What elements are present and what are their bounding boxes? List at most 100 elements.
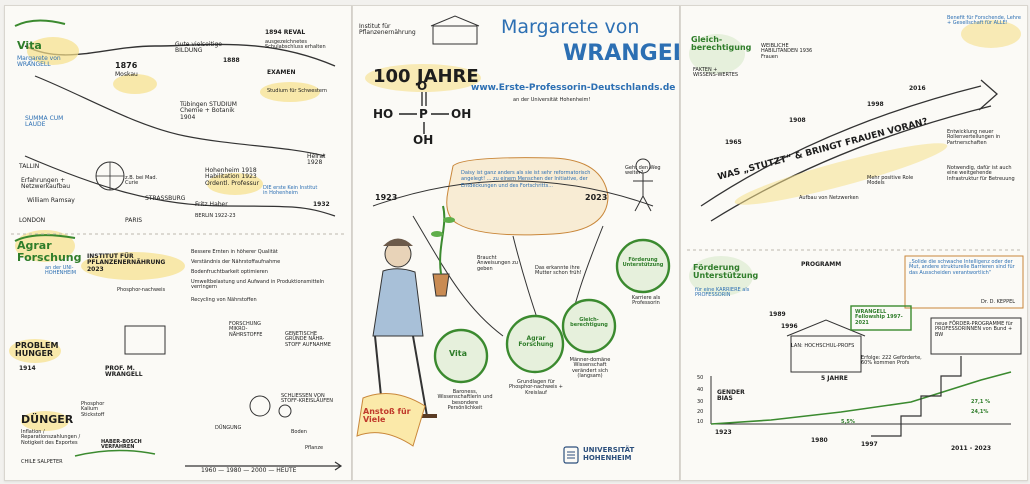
bullet-2: Verständnis der Nährstoffaufnahme [191, 259, 281, 265]
circle-gleich: Gleich-berechtigung [570, 317, 608, 329]
summa: SUMMA CUM LAUDE [25, 115, 64, 129]
axis-20: 20 [697, 409, 704, 415]
year-1923: 1923 [375, 193, 398, 202]
university-name: UNIVERSITÄT HOHENHEIM [583, 446, 635, 462]
foerder-title: Förderung Unterstützung [693, 263, 759, 281]
circle-vita: Vita [449, 349, 468, 358]
duenger: DÜNGER [21, 413, 74, 426]
karriere: für eine KARRIERE als PROFESSORIN [695, 287, 750, 299]
year-1980: 1980 [811, 437, 828, 444]
circle-foerderung: Förderung Unterstützung [622, 257, 664, 269]
formula-oh-bottom: OH [413, 133, 434, 147]
agrar-title: Agrar Forschung [17, 239, 82, 264]
right-panel-drawings [687, 20, 1024, 437]
erfahrungen: Erfahrungen + Netzwerkaufbau [21, 177, 70, 191]
university-seal-icon [563, 446, 579, 464]
center-panel: Institut für Pflanzenernährung Margarete… [352, 5, 680, 481]
url: www.Erste-Professorin-Deutschlands.de [471, 83, 676, 93]
center-drawings [356, 15, 671, 447]
mikro: FORSCHUNG MIKRO-NÄHRSTOFFE [229, 321, 263, 338]
circle-agrar: Agrar Forschung [518, 335, 554, 349]
institute-label: Institut für Pflanzenernährung [359, 23, 416, 37]
keppel-name: Dr. D. KEPPEL [981, 299, 1016, 305]
paris: PARIS [125, 217, 143, 224]
right-panel-gleich-foerderung: Gleich-berechtigung FAKTEN + WISSENS-WER… [680, 5, 1028, 481]
sub-agrar: Grundlagen für Phosphor-nachweis + Kreis… [509, 379, 563, 396]
chile-salpeter: CHILE SALPETER [21, 459, 63, 465]
london: LONDON [19, 217, 46, 224]
fakten: FAKTEN + WISSENS-WERTES [693, 67, 739, 79]
year-1894-reval: 1894 REVAL [265, 29, 306, 36]
vita-title: Vita [17, 39, 42, 52]
left-panel-drawings [9, 19, 345, 471]
year-2016: 2016 [909, 85, 926, 92]
year-1996: 1996 [781, 323, 798, 330]
vita-name: Margarete von WRANGELL [17, 55, 61, 69]
examen: EXAMEN [267, 69, 296, 76]
sub-vita: Baroness, Wissenschaftlerin und besonder… [437, 389, 493, 411]
sub-gleich: Männer-domäne Wissenschaft verändert sic… [569, 357, 611, 379]
name-last: WRANGELL [563, 41, 679, 66]
phosphor-list: Phosphor Kalium Stickstoff [81, 401, 105, 418]
year-2011-2023: 2011 - 2023 [951, 445, 992, 452]
die-erste: DIE erste Kein Institut in Hohenheim [263, 185, 318, 197]
programm: PROGRAMM [801, 261, 842, 268]
curie: z.B. bei Mad. Curie [125, 175, 158, 187]
foerderprogramme: neue FÖRDER-PROGRAMME für PROFESSORINNEN… [935, 321, 1013, 338]
bullet-3: Bodenfruchtbarkeit optimieren [191, 269, 268, 275]
note-mutter: Das erkannte ihre Mutter schon früh! [535, 265, 582, 277]
year-1876: 1876 [115, 61, 138, 70]
year-2023: 2023 [585, 193, 608, 202]
zahlen: WEIBLICHE HABILITANDEN 1936 Frauen [761, 43, 813, 60]
strassburg: STRASSBURG [145, 195, 186, 202]
duenger-list: Inflation / Reparationszahlungen / Notig… [21, 429, 81, 446]
bullet-1: Bessere Ernten in höherer Qualität [191, 249, 278, 255]
wendepunkt: Entwicklung neuer Rollenverteilungen in … [947, 129, 1001, 146]
stoffkreislauf: SCHLIESSEN VON STOFF-KREISLÄUFEN [281, 393, 334, 405]
year-1989: 1989 [769, 311, 786, 318]
phosphor-nachweis: Phosphor-nachweis [117, 287, 166, 293]
axis-30: 30 [697, 399, 704, 405]
hohenheim-habilitation: Hohenheim 1918 Habilitation 1923 Ordentl… [205, 167, 260, 187]
vorbilder: Mehr positive Role Models [867, 175, 914, 187]
name-first: Margarete von [501, 16, 640, 38]
berlin: BERLIN 1922-23 [195, 213, 236, 219]
benefit: Benefit für Forschende, Lehre + Gesellsc… [947, 15, 1021, 27]
bullet-5: Recycling von Nährstoffen [191, 297, 257, 303]
pct-24: 24,1% [971, 409, 989, 415]
schule: ausgezeichnetes Schulabschluss erhalten [265, 39, 326, 51]
studium: Studium für Schwestern [267, 88, 328, 94]
bullet-4: Umweltbelastung und Aufwand in Produktio… [191, 279, 325, 291]
anniversary: 100 JAHRE [373, 66, 479, 87]
anstoss-banner: Anstoß für Viele [363, 407, 411, 425]
axis-50: 50 [697, 375, 704, 381]
institut: INSTITUT FÜR PFLANZENERNÄHRUNG 2023 [87, 253, 166, 273]
university-logo: UNIVERSITÄT HOHENHEIM [563, 446, 663, 464]
tallin: TALLIN [19, 163, 40, 170]
wrangell-fellowship: WRANGELL Fellowship 1997-2021 [855, 309, 903, 326]
axis-10: 10 [697, 419, 704, 425]
year-1965: 1965 [725, 139, 742, 146]
note-anweisungen: Braucht Anweisungen zu geben [477, 255, 518, 272]
bottom-timeline: 1960 — 1980 — 2000 — HEUTE [201, 467, 297, 474]
uni-hohenheim: an der UNI-HOHENHEIM [45, 265, 77, 277]
fritz-haber: Fritz Haber [195, 201, 228, 208]
pflanze: Pflanze [305, 445, 324, 451]
year-1932: 1932 [313, 201, 330, 208]
sub-foerderung: Karriere als Professorin [631, 295, 661, 307]
left-panel-vita-agrar: Vita Margarete von WRANGELL 1876 Moskau … [4, 5, 352, 481]
duengung: DÜNGUNG [215, 425, 242, 431]
bildung: Gute vielseitige BILDUNG [175, 41, 222, 55]
axis-40: 40 [697, 387, 704, 393]
subtitle: an der Universität Hohenheim! [513, 97, 591, 103]
bubble-right: Geht den Weg weiter? [625, 165, 661, 177]
year-1998: 1998 [867, 101, 884, 108]
formula-p: P [419, 107, 428, 121]
prof-wrangell: PROF. M. WRANGELL [105, 365, 143, 379]
gleich-title: Gleich-berechtigung [691, 35, 752, 53]
formula-oh: OH [451, 107, 472, 121]
keppel-quote: „Solide die schwache Intelligenz oder de… [909, 259, 1015, 276]
year-1923-right: 1923 [715, 429, 732, 436]
year-1997: 1997 [861, 441, 878, 448]
